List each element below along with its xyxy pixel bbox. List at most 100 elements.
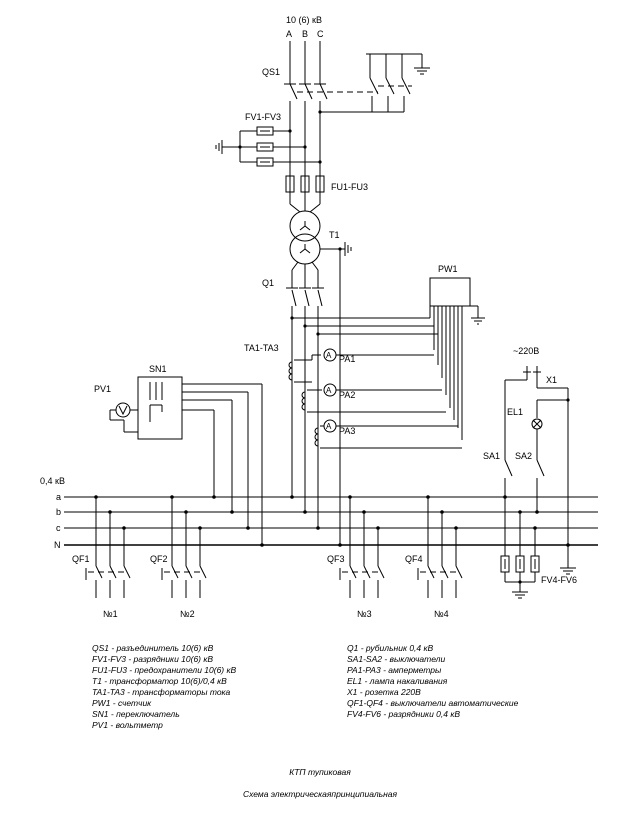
pw1-meter xyxy=(292,277,485,440)
feeder-3-label: №3 xyxy=(357,609,372,619)
fu1-fu3-label: FU1-FU3 xyxy=(331,182,368,192)
pv1-voltmeter xyxy=(109,402,138,433)
pv1-label: PV1 xyxy=(94,384,111,394)
pa1-label: PA1 xyxy=(339,354,355,364)
junction-dot xyxy=(288,129,292,133)
qf3-breaker xyxy=(339,495,385,598)
sa2-label: SA2 xyxy=(515,451,532,461)
svg-text:A: A xyxy=(326,351,332,360)
junction-dot xyxy=(533,526,537,530)
x1-socket xyxy=(505,366,568,389)
hv-voltage-label: 10 (6) кВ xyxy=(286,15,322,25)
qf1-label: QF1 xyxy=(72,554,90,564)
feeder-2-label: №2 xyxy=(180,609,195,619)
sn1-selector-switch xyxy=(137,376,262,440)
qs1-disconnector xyxy=(284,83,378,112)
legend-item: EL1 - лампа накаливания xyxy=(347,676,448,686)
ta1-ta3-label: TA1-TA3 xyxy=(244,343,279,353)
ta1-current-transformer xyxy=(288,354,321,383)
legend-item: T1 - трансформатор 10(6)/0,4 кВ xyxy=(92,676,227,686)
q1-label: Q1 xyxy=(262,278,274,288)
feeder-1-label: №1 xyxy=(103,609,118,619)
qf2-breaker xyxy=(161,495,207,598)
legend-item: QS1 - разъединитель 10(6) кВ xyxy=(92,643,214,653)
junction-dot xyxy=(238,145,242,149)
t1-label: T1 xyxy=(329,230,340,240)
el1-lamp xyxy=(531,399,568,460)
junction-dot xyxy=(318,160,322,164)
feeder-4-label: №4 xyxy=(434,609,449,619)
diagram-title: КТП тупиковая xyxy=(289,767,351,777)
legend-item: SN1 - переключатель xyxy=(92,709,180,719)
pa2-ammeter: A xyxy=(323,383,442,397)
qs1-label: QS1 xyxy=(262,67,280,77)
junction-dot xyxy=(518,510,522,514)
sa1-label: SA1 xyxy=(483,451,500,461)
phase-b-label: B xyxy=(302,29,308,39)
junction-dot xyxy=(316,332,320,336)
svg-text:A: A xyxy=(326,422,332,431)
legend-item: FU1-FU3 - предохранители 10(6) кВ xyxy=(92,665,237,675)
fv4-fv6-arresters xyxy=(500,497,540,599)
sn1-bus-connections xyxy=(213,384,263,545)
legend-item: X1 - розетка 220В xyxy=(346,687,421,697)
junction-dot xyxy=(303,324,307,328)
ta3-current-transformer xyxy=(314,425,462,449)
legend-item: FV1-FV3 - разрядники 10(6) кВ xyxy=(92,654,213,664)
pw1-label: PW1 xyxy=(438,264,458,274)
x1-label: X1 xyxy=(546,375,557,385)
fv1-fv3-arresters xyxy=(215,112,321,172)
fv4-fv6-label: FV4-FV6 xyxy=(541,575,577,585)
qf3-label: QF3 xyxy=(327,554,345,564)
socket-voltage-label: ~220В xyxy=(513,346,539,356)
ta2-current-transformer xyxy=(301,389,446,413)
lv-voltage-label: 0,4 кВ xyxy=(40,476,65,486)
junction-dot xyxy=(518,580,522,584)
qf1-breaker xyxy=(85,495,131,598)
pa1-ammeter: A xyxy=(323,348,434,362)
bus-c-label: c xyxy=(56,523,61,533)
lv-busbars xyxy=(64,496,598,546)
diagram-subtitle: Схема электрическаяпринципиальная xyxy=(243,789,398,799)
t1-lv-outputs xyxy=(291,249,341,545)
bus-b-label: b xyxy=(56,507,61,517)
pa3-ammeter: A xyxy=(323,419,458,433)
phase-c-label: C xyxy=(317,29,324,39)
qf2-label: QF2 xyxy=(150,554,168,564)
aux-neutral-feed xyxy=(504,380,576,575)
legend-item: FV4-FV6 - разрядники 0,4 кВ xyxy=(347,709,460,719)
bus-a-label: a xyxy=(56,492,61,502)
t1-transformer xyxy=(289,210,352,265)
hv-phase-lines xyxy=(289,41,321,84)
qf4-breaker xyxy=(417,495,463,598)
qs1-earthing-switch xyxy=(320,53,430,113)
qf4-label: QF4 xyxy=(405,554,423,564)
legend-item: PV1 - вольтметр xyxy=(92,720,163,730)
legend-item: PA1-PA3 - амперметры xyxy=(347,665,442,675)
pa3-label: PA3 xyxy=(339,426,355,436)
phase-a-label: A xyxy=(286,29,292,39)
junction-dot xyxy=(303,145,307,149)
legend-right: Q1 - рубильник 0,4 кВ SA1-SA2 - выключат… xyxy=(346,643,519,719)
junction-dot xyxy=(290,316,294,320)
legend-item: SA1-SA2 - выключатели xyxy=(347,654,445,664)
legend-item: Q1 - рубильник 0,4 кВ xyxy=(347,643,434,653)
legend-item: PW1 - счетчик xyxy=(92,698,152,708)
el1-label: EL1 xyxy=(507,407,523,417)
fv1-fv3-label: FV1-FV3 xyxy=(245,112,281,122)
junction-dot xyxy=(535,510,539,514)
legend-left: QS1 - разъединитель 10(6) кВ FV1-FV3 - р… xyxy=(92,643,237,730)
legend-item: QF1-QF4 - выключатели автоматические xyxy=(347,698,519,708)
legend-item: TA1-TA3 - трансформаторы тока xyxy=(92,687,231,697)
sn1-label: SN1 xyxy=(149,364,167,374)
svg-text:A: A xyxy=(326,386,332,395)
junction-dot xyxy=(566,398,570,402)
junction-dot xyxy=(566,543,570,547)
bus-n-label: N xyxy=(54,540,61,550)
sa1-sa2-switches xyxy=(504,459,545,512)
bus-junctions xyxy=(212,495,342,547)
fu1-fu3-fuses xyxy=(285,172,325,213)
pa2-label: PA2 xyxy=(339,390,355,400)
q1-switch xyxy=(286,287,324,528)
